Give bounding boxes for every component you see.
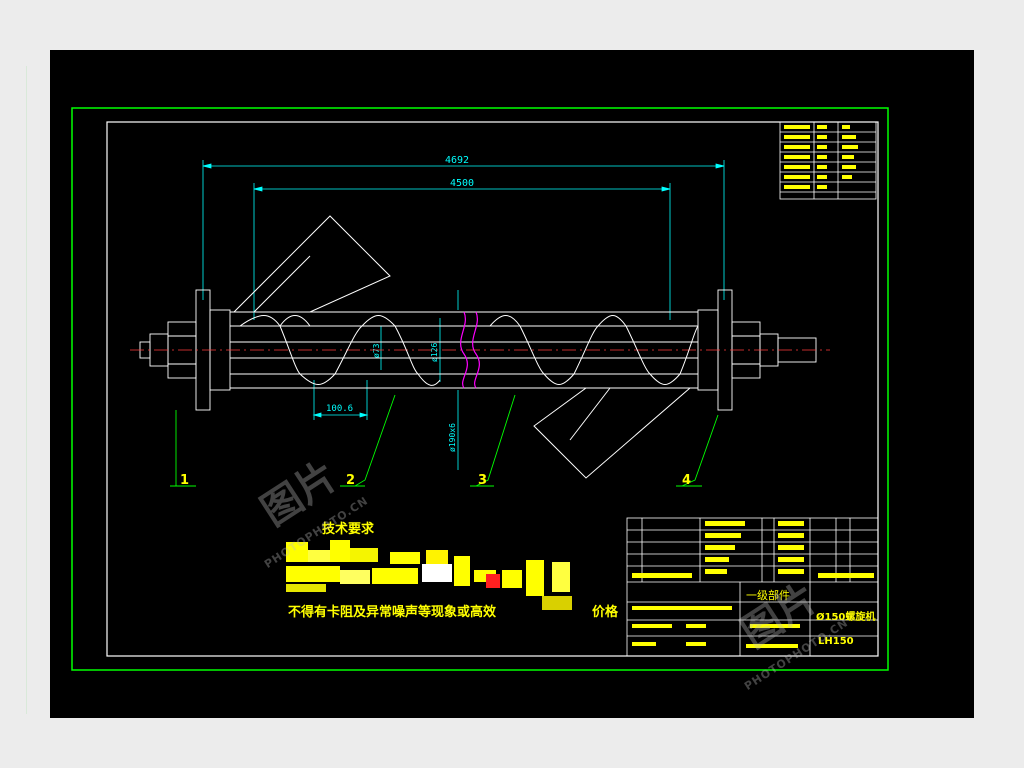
dim-d73-label: ø73 [372,343,381,358]
leader-lines [170,394,719,487]
tech-req-title: 技术要求 [322,521,375,537]
title-category: 一级部件 [746,588,790,602]
title-code: LH150 [818,636,854,647]
cad-drawing-canvas: 4692 4500 100.6 ø73 ø126 ø190x6 [50,50,974,718]
title-product: Ø150螺旋机 [816,610,875,623]
inlet-chute [232,215,391,313]
revision-table-text [784,125,858,189]
dim-span-label: 4500 [450,178,474,189]
balloon-2: 2 [346,473,355,488]
title-block [626,517,879,657]
cad-drawing: 4692 4500 100.6 ø73 ø126 ø190x6 [71,107,889,671]
dim-d190-label: ø190x6 [448,423,457,452]
dimension-lines [202,160,725,470]
dim-d126-label: ø126 [430,343,439,362]
outer-green-frame [71,107,889,671]
break-lines [460,311,480,389]
outlet-chute [533,387,692,479]
balloon-1: 1 [180,473,189,488]
balloon-4: 4 [682,473,691,488]
outer-frame-line [26,66,33,714]
dim-overall-label: 4692 [445,155,469,166]
balloon-3: 3 [478,473,487,488]
dim-pitch-label: 100.6 [326,404,353,414]
inner-white-border [106,121,879,657]
tech-req-suffix: 价格 [592,604,619,620]
tech-req-mosaic [286,540,572,610]
tech-req-line: 不得有卡阻及异常噪声等现象或高效 [288,604,497,620]
revision-table [779,121,877,200]
screw-flights [239,315,699,386]
title-block-small-text [632,521,874,648]
